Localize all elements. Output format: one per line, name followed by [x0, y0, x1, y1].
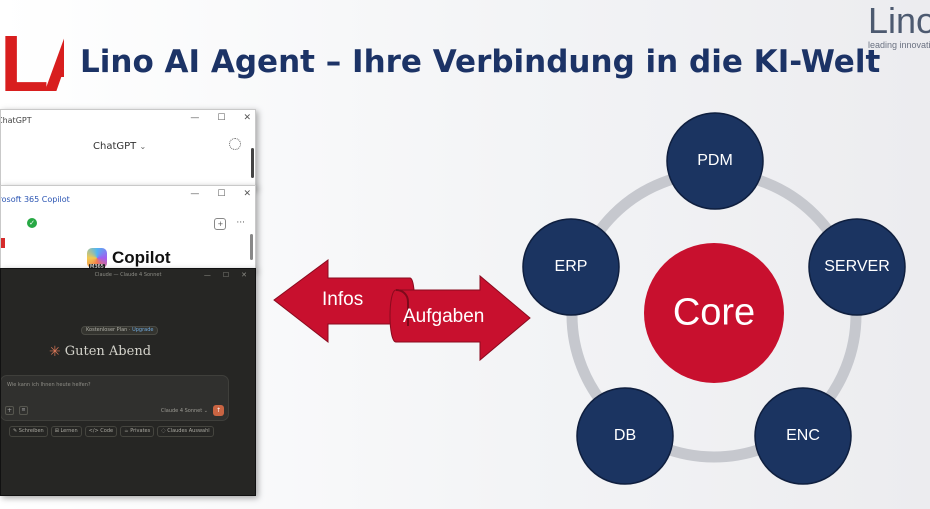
more-icon[interactable]: ···: [236, 218, 245, 228]
infos-label: Infos: [322, 289, 364, 310]
model-selector[interactable]: ChatGPT ⌄: [93, 141, 146, 152]
aufgaben-label: Aufgaben: [403, 306, 485, 327]
la-logo: LA: [0, 22, 64, 106]
minimize-icon[interactable]: —: [190, 113, 200, 123]
check-icon: ✓: [27, 218, 37, 228]
model-dropdown[interactable]: Claude 4 Sonnet ⌄: [160, 408, 208, 414]
chatgpt-window[interactable]: ChatGPT — ☐ ✕ ChatGPT ⌄: [0, 109, 256, 189]
aufgaben-arrow: [389, 274, 531, 362]
scrollbar[interactable]: [250, 234, 253, 260]
chip-code[interactable]: </> Code: [84, 426, 118, 437]
new-chat-icon[interactable]: +: [214, 218, 227, 230]
greeting-text: Guten Abend: [64, 344, 152, 359]
app-icon: [1, 238, 5, 248]
chip-label: Code: [100, 428, 114, 434]
claude-window-title: Claude — Claude 4 Sonnet: [94, 272, 162, 278]
lino-brand-logo: Lino leading innovation: [868, 0, 930, 50]
chip-label: Schreiben: [18, 428, 44, 434]
node-erp-label: ERP: [554, 258, 588, 275]
chip-privates[interactable]: ☕ Privates: [120, 426, 155, 437]
chip-label: Privates: [130, 428, 151, 434]
copilot-window[interactable]: — ☐ ✕ Microsoft 365 Copilot ✓ + ··· M365…: [0, 185, 256, 271]
node-db-label: DB: [613, 427, 637, 444]
brand-name: Lino: [868, 0, 930, 41]
attach-icon[interactable]: +: [5, 406, 14, 415]
maximize-icon[interactable]: ☐: [222, 271, 230, 279]
maximize-icon[interactable]: ☐: [217, 113, 226, 123]
chevron-down-icon: ⌄: [139, 142, 147, 151]
close-icon[interactable]: ✕: [241, 271, 247, 279]
settings-icon[interactable]: ≡: [19, 406, 28, 415]
page-title: Lino AI Agent – Ihre Verbindung in die K…: [80, 44, 881, 80]
model-selector-label: ChatGPT: [93, 141, 137, 152]
send-icon[interactable]: ↑: [213, 405, 224, 416]
scrollbar[interactable]: [251, 148, 254, 178]
la-logo-text: LA: [0, 22, 64, 106]
upgrade-link[interactable]: Upgrade: [132, 327, 154, 333]
copilot-brand: M365 Copilot: [87, 248, 171, 270]
close-icon[interactable]: ✕: [243, 113, 251, 123]
copilot-window-title: Microsoft 365 Copilot: [1, 195, 70, 204]
copilot-brand-name: Copilot: [112, 248, 171, 267]
copilot-logo-icon: M365: [87, 248, 107, 270]
node-pdm-label: PDM: [697, 152, 733, 169]
maximize-icon[interactable]: ☐: [217, 189, 226, 199]
plan-text: Kostenloser Plan ·: [86, 327, 133, 333]
minimize-icon[interactable]: —: [203, 271, 211, 279]
info-task-arrows: [273, 259, 531, 362]
node-enc-label: ENC: [786, 427, 820, 444]
chip-label: Lernen: [60, 428, 78, 434]
copilot-titlebar: — ☐ ✕: [1, 186, 255, 206]
greeting: ✳ Guten Abend: [49, 344, 151, 359]
claude-window[interactable]: Claude — Claude 4 Sonnet — ☐ ✕ Kostenlos…: [0, 268, 256, 496]
chat-input-placeholder[interactable]: Wie kann ich Ihnen heute helfen?: [7, 382, 91, 388]
claude-spark-icon: ✳: [49, 343, 61, 360]
suggestion-chips: ✎ Schreiben ⊞ Lernen </> Code ☕ Privates…: [9, 426, 214, 437]
chip-label: Claudes Auswahl: [167, 428, 210, 434]
chip-lernen[interactable]: ⊞ Lernen: [50, 426, 82, 437]
brand-tagline: leading innovation: [868, 40, 930, 50]
arrow-fold: [395, 289, 409, 326]
close-icon[interactable]: ✕: [243, 189, 251, 199]
chat-input-box[interactable]: Wie kann ich Ihnen heute helfen? + ≡ Cla…: [1, 375, 229, 421]
node-server-label: SERVER: [824, 258, 890, 275]
chip-schreiben[interactable]: ✎ Schreiben: [9, 426, 48, 437]
core-label: Core: [672, 291, 756, 334]
chip-claudes-auswahl[interactable]: ◌ Claudes Auswahl: [157, 426, 214, 437]
chatgpt-titlebar: ChatGPT — ☐ ✕: [1, 110, 255, 130]
m365-badge: M365: [89, 264, 105, 270]
plan-badge[interactable]: Kostenloser Plan · Upgrade: [81, 326, 159, 335]
refresh-icon[interactable]: [229, 138, 241, 150]
chatgpt-window-title: ChatGPT: [0, 115, 32, 125]
minimize-icon[interactable]: —: [190, 189, 200, 199]
